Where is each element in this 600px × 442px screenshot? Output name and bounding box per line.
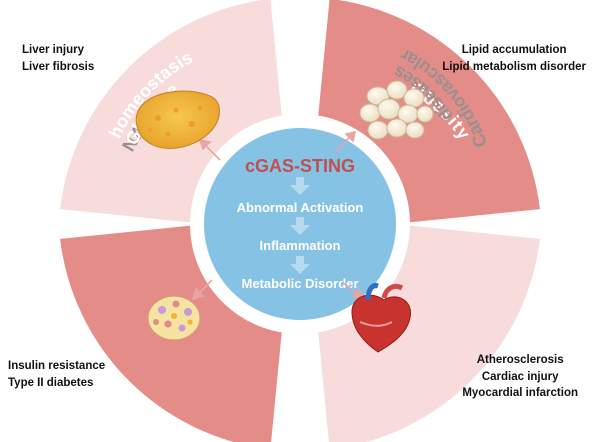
pointer-head-glucose <box>191 287 205 301</box>
outcome-item: Type II diabetes <box>8 376 94 389</box>
down-arrow-icon <box>290 256 310 274</box>
outcomes-glucose: Insulin resistance Type II diabetes <box>8 358 105 391</box>
outcomes-cardio: Atherosclerosis Cardiac injury Myocardia… <box>462 352 578 402</box>
outcome-item: Insulin resistance <box>8 360 106 372</box>
step-inflammation: Inflammation <box>260 238 341 253</box>
outcome-item: Cardiac injury <box>481 370 559 383</box>
outcomes-nafld: Liver injury Liver fibrosis <box>22 42 94 75</box>
segment-cardiovascular <box>316 225 540 442</box>
down-arrow-icon <box>290 177 310 195</box>
liver-icon <box>135 90 220 149</box>
outcome-item: Liver injury <box>22 44 84 56</box>
outcome-item: Myocardial infarction <box>462 387 578 400</box>
outcomes-obesity: Lipid accumulation Lipid metabolism diso… <box>442 42 586 75</box>
outcome-item: Lipid metabolism disorder <box>442 60 586 73</box>
pointer-head-nafld <box>198 138 212 151</box>
pancreatic-islet-icon <box>147 295 201 341</box>
outcome-item: Lipid accumulation <box>461 44 567 56</box>
outcome-item: Atherosclerosis <box>476 354 564 366</box>
pointer-head-obesity <box>344 130 357 143</box>
pointer-arrow-nafld <box>204 144 221 161</box>
fat-cells-icon <box>359 80 434 140</box>
heart-icon <box>351 283 412 353</box>
pointer-head-cardio <box>351 288 366 299</box>
center-title: cGAS-STING <box>245 156 355 176</box>
outcome-item: Liver fibrosis <box>22 60 95 73</box>
step-abnormal-activation: Abnormal Activation <box>237 200 364 215</box>
pointer-arrow-obesity <box>334 136 351 153</box>
down-arrow-icon <box>290 217 310 235</box>
step-metabolic-disorder: Metabolic Disorder <box>241 276 358 291</box>
pointer-arrow-cardio <box>341 281 359 295</box>
pointer-arrow-glucose <box>197 279 213 295</box>
